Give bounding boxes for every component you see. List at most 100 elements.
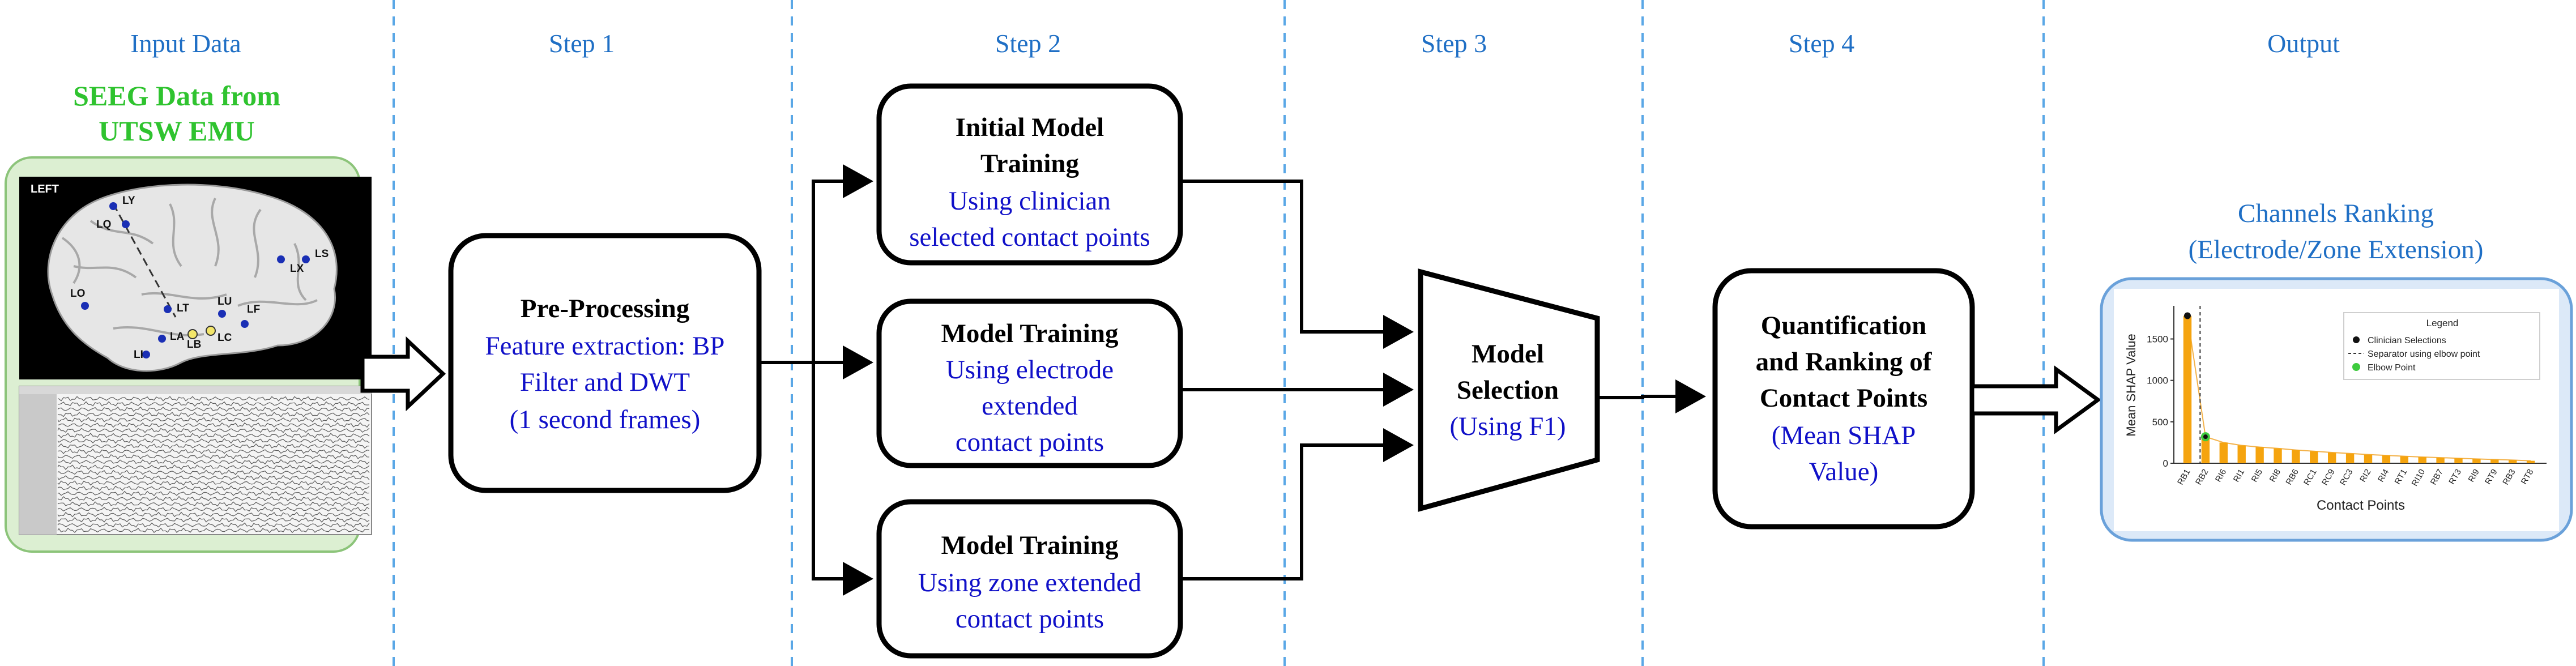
brain-label-lf: LF xyxy=(247,304,260,315)
chart-legend: Legend Clinician Selections Separator us… xyxy=(2343,312,2540,380)
brain-label-lu: LU xyxy=(217,296,232,308)
bar-rb6 xyxy=(2292,450,2300,463)
bar-ri5 xyxy=(2255,447,2264,463)
brain-label-la: LA xyxy=(170,331,185,343)
bar-rb2 xyxy=(2201,437,2210,463)
legend-entry-clinician: Clinician Selections xyxy=(2368,336,2446,345)
bar-rb7 xyxy=(2436,458,2445,463)
electrode-training-line1: Using electrode xyxy=(946,355,1114,385)
bar-ri10 xyxy=(2418,457,2426,463)
eeg-traces-image xyxy=(19,386,372,535)
connector-zone-to-selection xyxy=(1180,428,1414,580)
eeg-trace xyxy=(57,511,370,518)
initial-training-title1: Initial Model xyxy=(956,113,1104,142)
eeg-trace xyxy=(57,417,370,423)
chart-xlabel: Contact Points xyxy=(2317,498,2405,513)
bar-ri8 xyxy=(2274,448,2282,463)
eeg-trace xyxy=(57,449,370,454)
quantification-sub1: (Mean SHAP xyxy=(1772,421,1916,450)
bar-rt3 xyxy=(2454,458,2463,463)
y-tick-label: 1500 xyxy=(2147,334,2168,345)
y-tick-label: 0 xyxy=(2163,458,2168,469)
quantification-title3: Contact Points xyxy=(1760,383,1927,413)
eeg-trace xyxy=(57,464,370,470)
initial-training-line1: Using clinician xyxy=(949,186,1111,216)
connector-selection-to-quantification xyxy=(1597,379,1706,413)
bar-rt8 xyxy=(2526,460,2535,463)
brain-label-lq: LQ xyxy=(96,219,111,230)
eeg-trace xyxy=(57,475,370,481)
eeg-trace xyxy=(57,485,370,491)
input-title-line1: SEEG Data from xyxy=(73,80,280,112)
column-title-step4: Step 4 xyxy=(1789,29,1854,58)
brain-label-li: LI xyxy=(134,349,143,361)
bar-ri2 xyxy=(2364,454,2373,463)
column-title-step1: Step 1 xyxy=(549,29,615,58)
brain-label-lo: LO xyxy=(70,288,85,300)
electrode-training-box xyxy=(876,298,1183,468)
initial-training-title2: Training xyxy=(980,149,1080,178)
output-title-line1: Channels Ranking xyxy=(2238,199,2434,228)
output-title-line2: (Electrode/Zone Extension) xyxy=(2189,235,2484,264)
zone-training-line1: Using zone extended xyxy=(918,568,1141,597)
y-tick-label: 500 xyxy=(2152,417,2168,428)
legend-marker-clinician xyxy=(2353,336,2360,343)
brain-label-lb: LB xyxy=(187,339,201,351)
legend-marker-elbow xyxy=(2352,363,2360,371)
model-selection-title1: Model xyxy=(1472,339,1544,369)
preprocessing-line1: Feature extraction: BP xyxy=(485,331,725,361)
bar-rc9 xyxy=(2328,452,2336,463)
column-title-step2: Step 2 xyxy=(995,29,1061,58)
column-title-step3: Step 3 xyxy=(1421,29,1487,58)
hollow-arrow-input xyxy=(360,336,446,412)
eeg-trace xyxy=(57,396,370,402)
eeg-trace xyxy=(57,438,370,444)
eeg-trace xyxy=(57,427,370,433)
brain-label-ls: LS xyxy=(315,248,329,260)
eeg-trace xyxy=(57,522,370,528)
elbow-point-selection-marker xyxy=(2203,434,2208,439)
chart-ylabel: Mean SHAP Value xyxy=(2124,334,2138,436)
brain-label-lc: LC xyxy=(217,332,232,344)
eeg-trace xyxy=(57,527,370,533)
hollow-arrow-output xyxy=(1970,365,2101,434)
bar-ri1 xyxy=(2237,445,2246,463)
bar-rt9 xyxy=(2490,459,2499,463)
legend-title: Legend xyxy=(2426,318,2459,328)
eeg-trace xyxy=(57,506,370,512)
brain-label-ly: LY xyxy=(122,195,135,207)
eeg-trace xyxy=(57,422,370,428)
connector-to-zone-training xyxy=(759,361,873,596)
input-title-line2: UTSW EMU xyxy=(99,115,255,147)
electrode-training-title: Model Training xyxy=(941,319,1119,348)
column-title-input: Input Data xyxy=(130,29,241,58)
bar-ri4 xyxy=(2382,455,2391,463)
initial-training-line2: selected contact points xyxy=(909,223,1150,252)
bar-rb3 xyxy=(2509,460,2517,463)
eeg-trace xyxy=(57,412,370,417)
eeg-trace xyxy=(57,459,370,465)
model-selection-title2: Selection xyxy=(1457,375,1559,405)
quantification-title1: Quantification xyxy=(1761,311,1926,340)
bar-rc1 xyxy=(2310,451,2318,463)
eeg-trace xyxy=(57,490,370,497)
eeg-trace xyxy=(57,516,370,523)
bar-ri6 xyxy=(2219,442,2228,463)
electrode-training-line3: contact points xyxy=(956,428,1104,457)
connector-initial-to-selection xyxy=(1180,180,1414,349)
eeg-trace xyxy=(57,406,370,412)
eeg-trace xyxy=(57,433,370,439)
legend-entry-separator: Separator using elbow point xyxy=(2368,349,2480,359)
eeg-trace xyxy=(57,401,370,407)
eeg-trace xyxy=(57,469,370,476)
brain-label-lx: LX xyxy=(290,263,304,275)
eeg-trace xyxy=(57,443,370,449)
bar-rb1 xyxy=(2183,315,2192,463)
initial-training-box xyxy=(876,83,1183,266)
column-title-output: Output xyxy=(2267,29,2340,58)
preprocessing-line2: Filter and DWT xyxy=(520,368,690,397)
clinician-selection-marker xyxy=(2184,312,2191,319)
bar-rc3 xyxy=(2345,453,2355,463)
connector-to-initial-training xyxy=(759,164,873,364)
